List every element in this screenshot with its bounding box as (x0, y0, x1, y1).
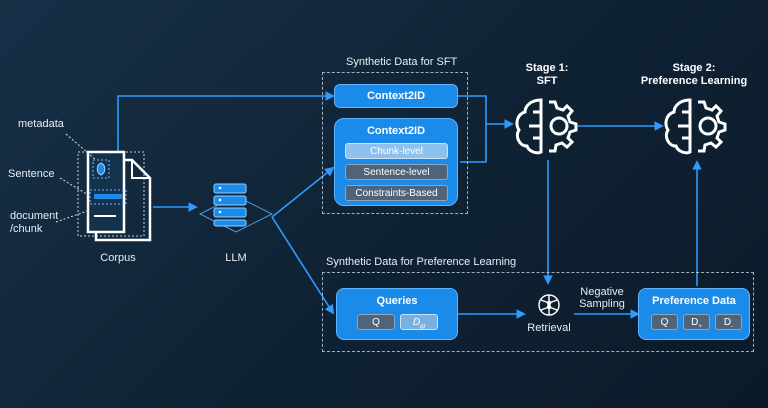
chunk-level-item: Chunk-level (345, 143, 448, 159)
queries-title: Queries (376, 295, 418, 307)
brain-gear-icon (664, 98, 727, 155)
metadata-label: metadata (18, 118, 64, 130)
retrieval-network-icon (538, 294, 560, 316)
sft-group (322, 72, 468, 214)
pref-dplus-pill: D+ (683, 314, 710, 330)
corpus-caption: Corpus (100, 252, 136, 264)
document-icon (77, 150, 152, 242)
preference-group (322, 272, 754, 352)
retrieval-label: Retrieval (527, 322, 571, 334)
brain-gear-icon (515, 98, 578, 155)
sft-group-title: Synthetic Data for SFT (346, 56, 458, 68)
stage2-title: Stage 2: Preference Learning (640, 62, 748, 87)
negative-sampling-label: Negative Sampling (579, 286, 625, 310)
query-dgt-pill: Dgt (400, 314, 438, 330)
context2id-top-box: Context2ID (334, 84, 458, 108)
stage1-title: Stage 1: SFT (525, 62, 569, 87)
pref-dminus-pill: D- (715, 314, 742, 330)
sentence-label: Sentence (8, 168, 55, 180)
preference-group-title: Synthetic Data for Preference Learning (326, 256, 517, 268)
llm-caption: LLM (225, 252, 247, 264)
query-q-pill: Q (357, 314, 395, 330)
preference-data-title: Preference Data (652, 295, 736, 307)
document-chunk-label: document /chunk (10, 210, 59, 235)
sentence-level-item: Sentence-level (345, 164, 448, 180)
database-stack-icon (198, 183, 274, 233)
queries-box: Queries (336, 288, 458, 340)
constraints-based-item: Constraints-Based (345, 185, 448, 201)
context2id-main-title: Context2ID (366, 125, 426, 137)
pref-q-pill: Q (651, 314, 678, 330)
